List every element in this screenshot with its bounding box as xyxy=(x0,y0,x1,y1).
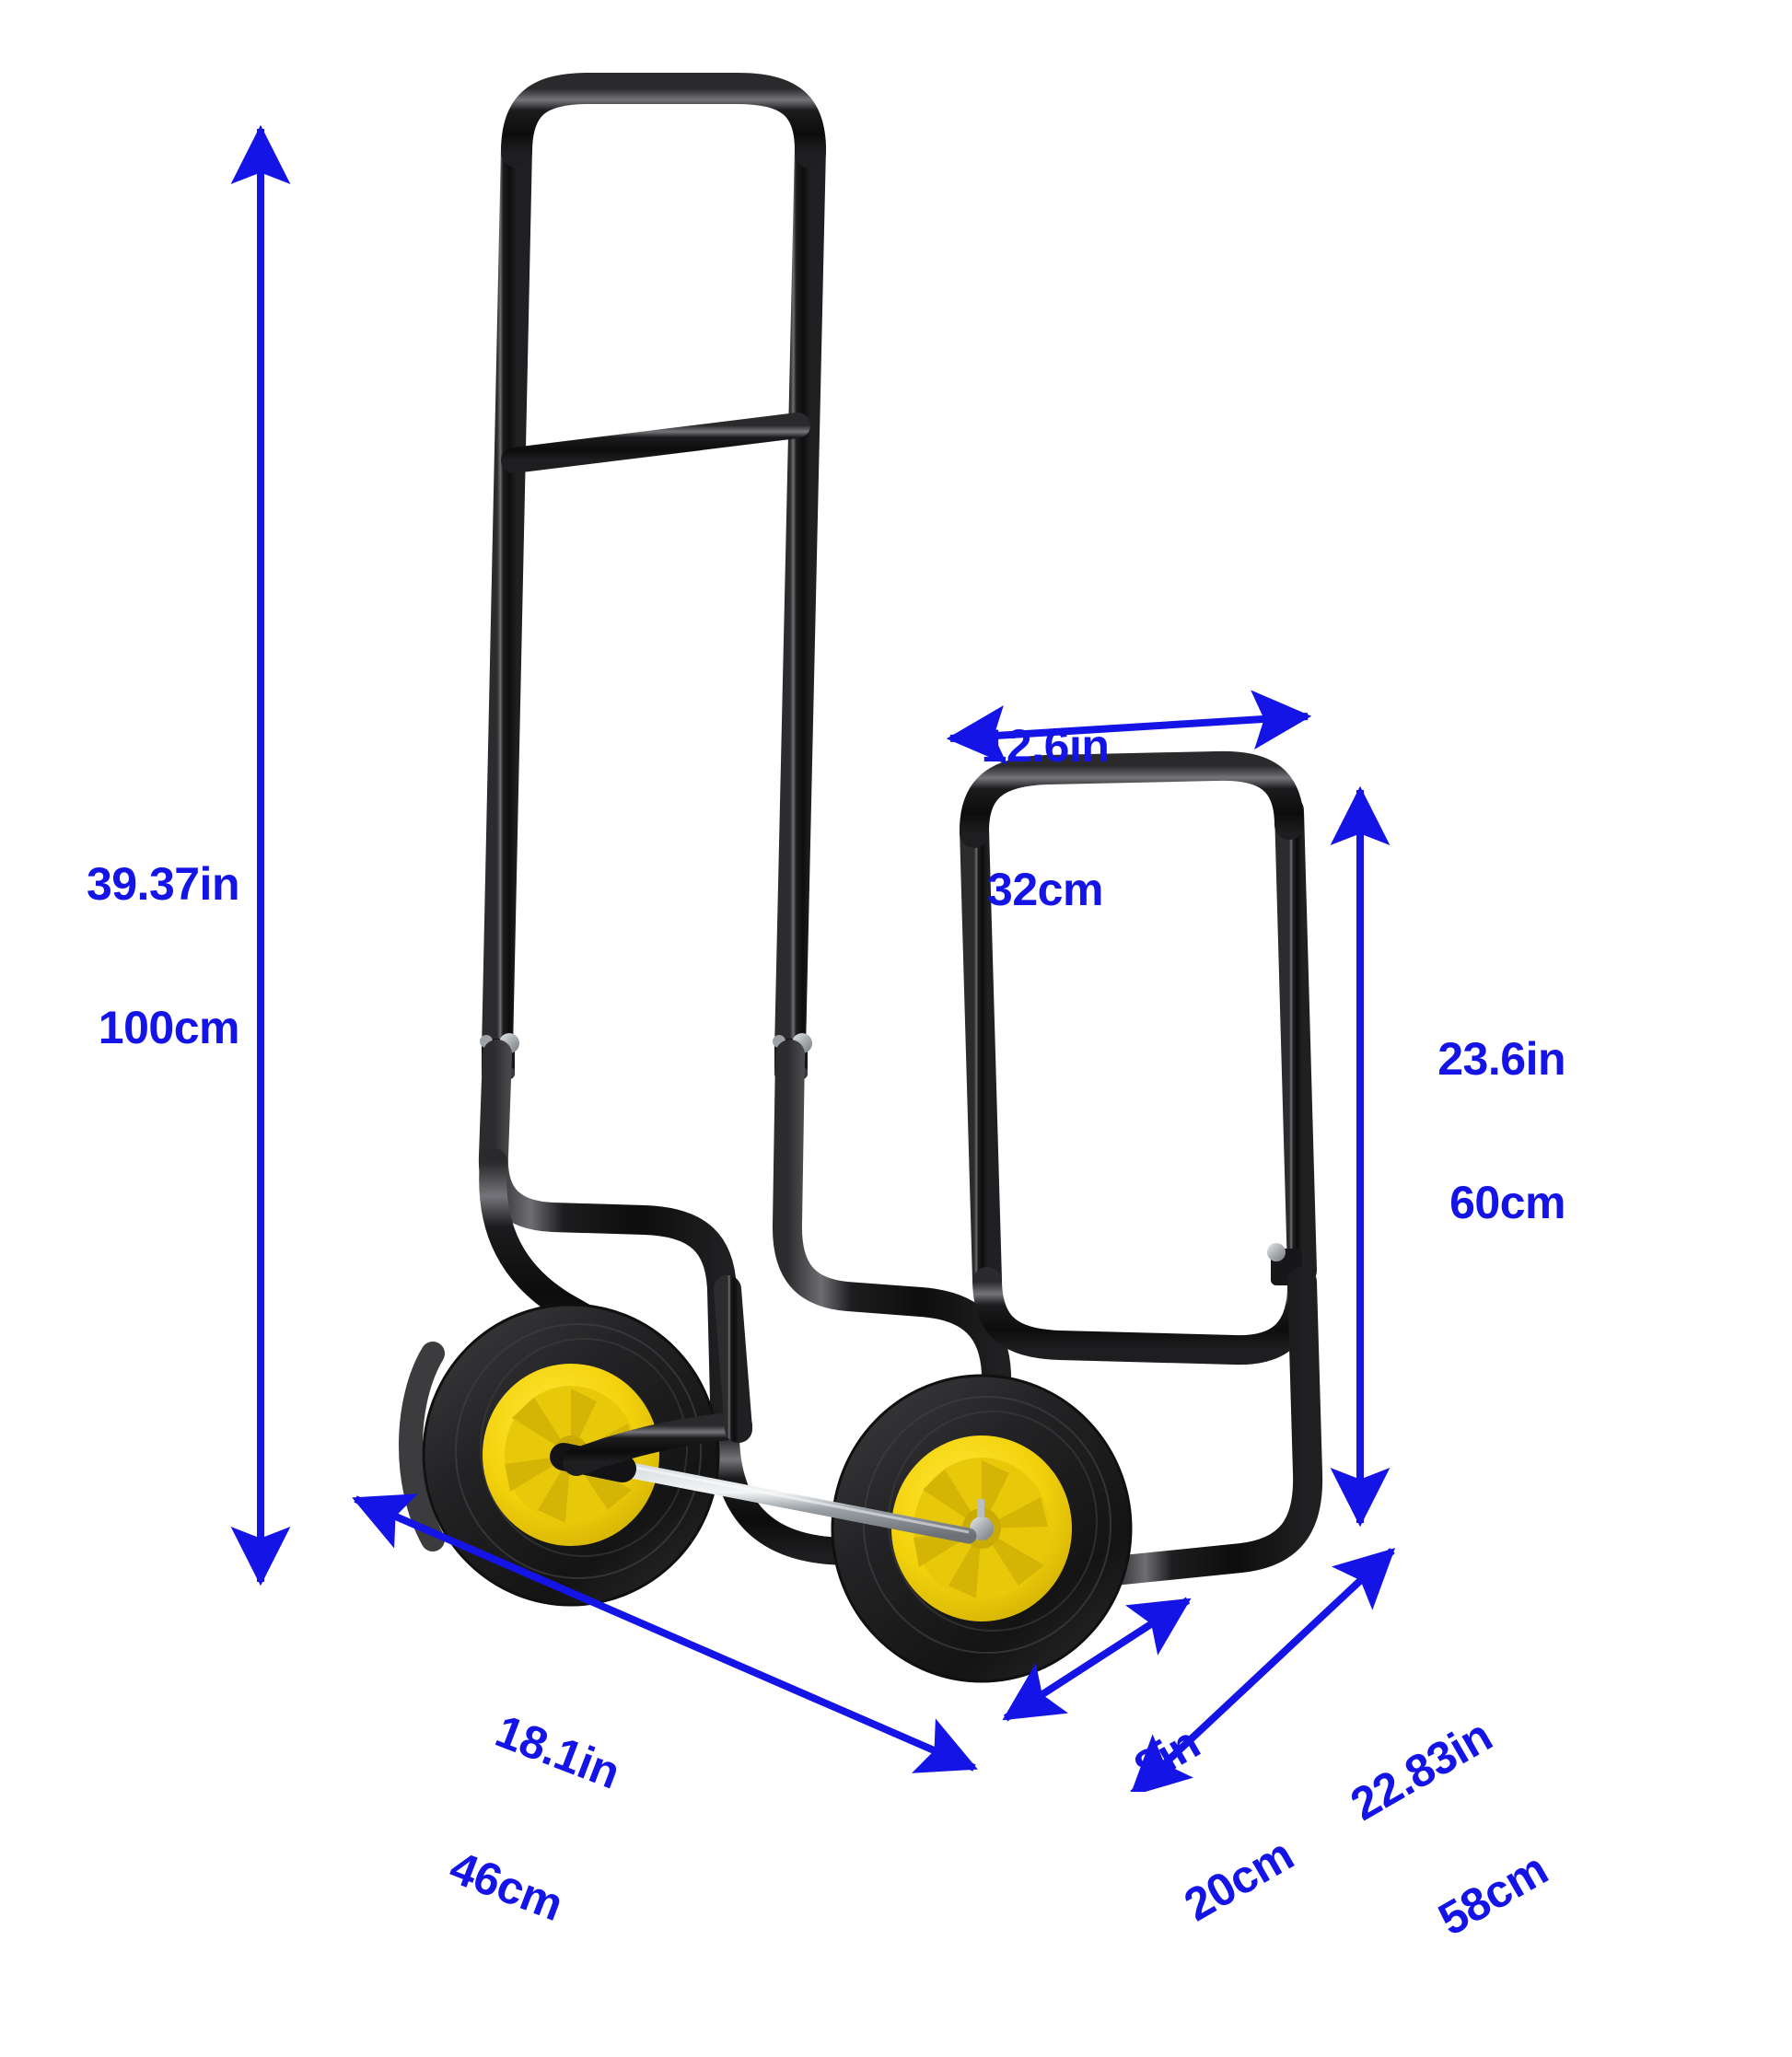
front-frame-height-imperial: 23.6in xyxy=(1437,1033,1565,1085)
overall-depth-dimension-line xyxy=(1129,1548,1396,1792)
wheel-diameter-imperial: 8in xyxy=(1125,1716,1208,1795)
front-frame-height-metric: 60cm xyxy=(1449,1177,1565,1228)
front-wheel xyxy=(831,1374,1133,1683)
front-frame-depth-metric: 32cm xyxy=(987,864,1103,915)
front-frame-height-label: 23.6in 60cm xyxy=(1358,939,1565,1322)
overall-depth-imperial: 22.83in xyxy=(1342,1709,1501,1830)
front-frame-depth-label: 12.6in 32cm xyxy=(939,626,1151,1009)
overall-width-imperial: 18.1in xyxy=(488,1704,627,1799)
overall-height-label: 39.37in 100cm xyxy=(55,764,240,1147)
dimension-diagram-canvas: 39.37in 100cm 12.6in 32cm 23.6in 60cm 18… xyxy=(55,73,1566,1946)
foreground-base-strut xyxy=(563,1275,752,1476)
overall-depth-metric: 58cm xyxy=(1429,1842,1556,1946)
overall-width-dimension-line xyxy=(352,1493,978,1773)
rear-frame-telescoping-joints xyxy=(480,1033,812,1079)
rear-frame-base-rails xyxy=(478,1040,1015,1570)
overall-height-imperial: 39.37in xyxy=(86,858,240,910)
product-illustration xyxy=(230,73,1396,1792)
front-frame-depth-dimension-line xyxy=(946,690,1312,765)
overall-width-metric: 46cm xyxy=(443,1841,570,1931)
front-frame-depth-imperial: 12.6in xyxy=(981,720,1110,772)
rear-handle-frame xyxy=(482,73,827,1065)
wheel-diameter-metric: 20cm xyxy=(1175,1828,1302,1932)
overall-height-metric: 100cm xyxy=(98,1002,240,1053)
